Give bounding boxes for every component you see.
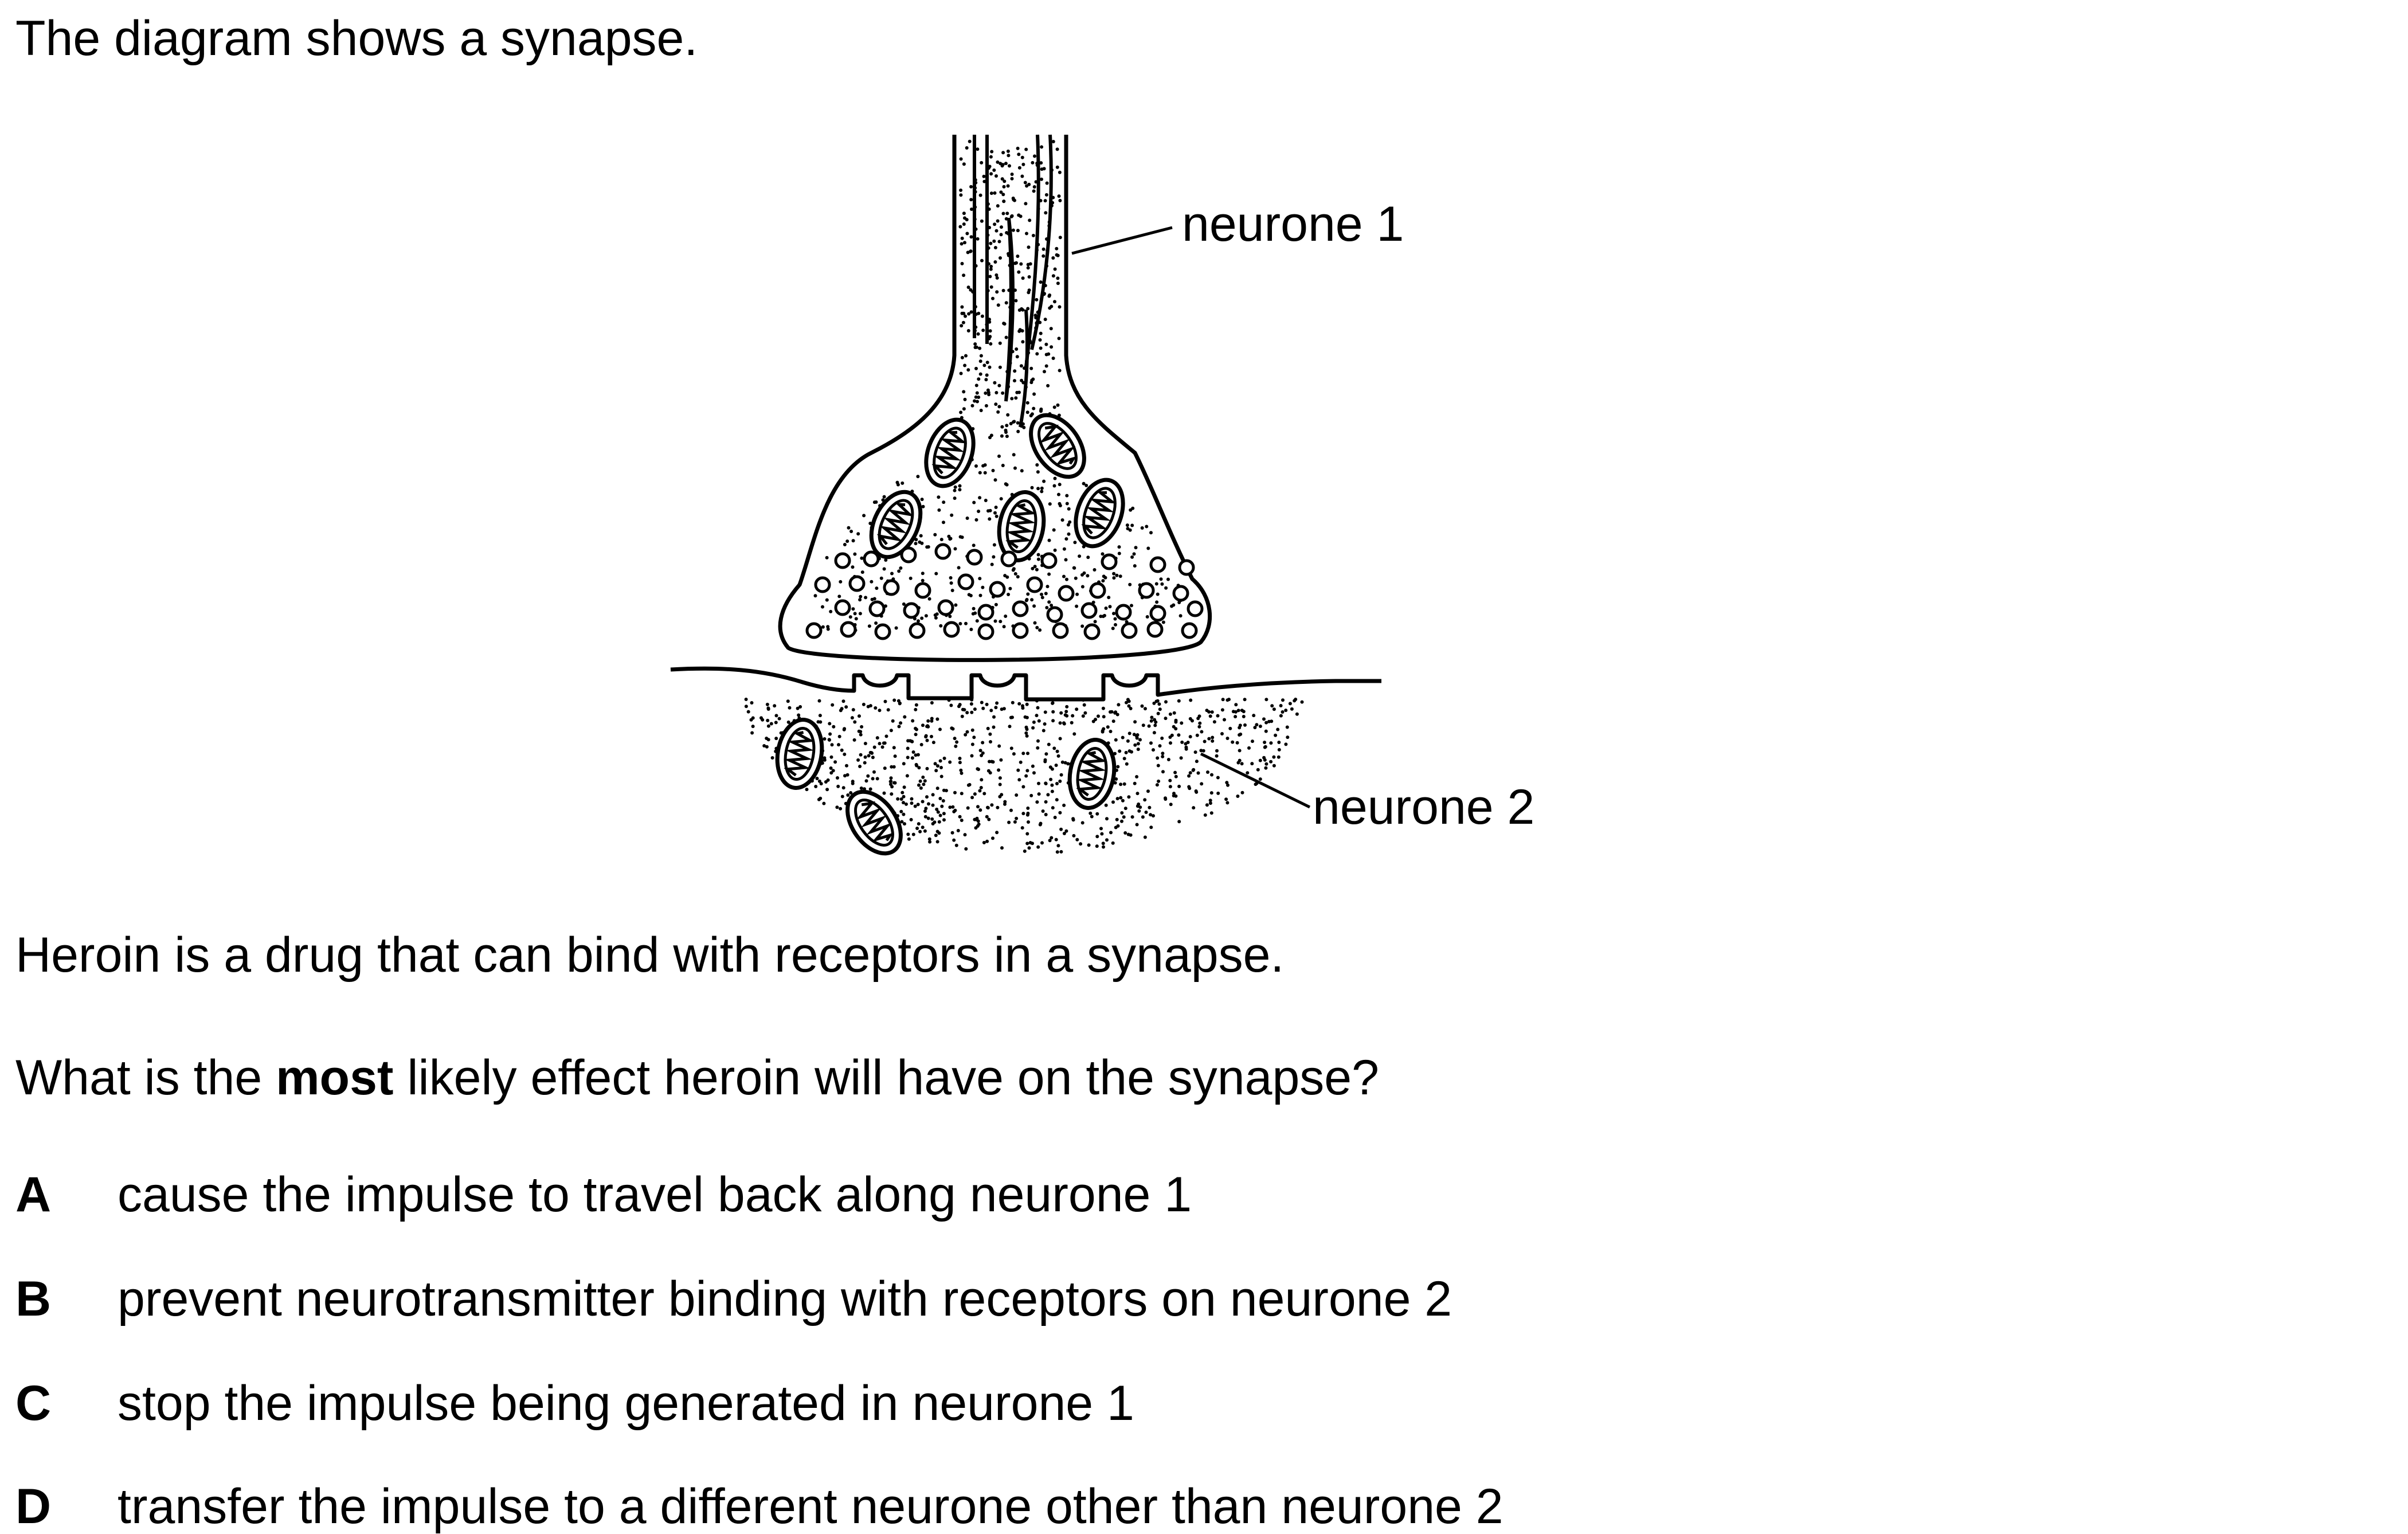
statement-text: Heroin is a drug that can bind with rece… <box>15 928 1285 983</box>
neurone-1-outline <box>778 135 1212 662</box>
option-d-text: transfer the impulse to a different neur… <box>118 1479 1503 1534</box>
option-c-text: stop the impulse being generated in neur… <box>118 1376 1134 1431</box>
mitochondrion <box>869 490 923 559</box>
mitochondrion <box>775 718 824 790</box>
neurone-1-leader-line <box>1071 226 1173 255</box>
mitochondrion <box>1029 413 1086 479</box>
neurone-2-leader-line <box>1200 752 1311 809</box>
question-before: What is the <box>15 1050 276 1105</box>
mitochondrion <box>1074 478 1125 549</box>
neurofibrils <box>973 134 1053 428</box>
mitochondrion <box>924 417 976 488</box>
option-d-letter: D <box>15 1479 52 1534</box>
option-a-letter: A <box>15 1167 52 1222</box>
question-after: likely effect heroin will have on the sy… <box>393 1050 1379 1105</box>
option-b-text: prevent neurotransmitter binding with re… <box>118 1271 1452 1326</box>
mitochondrion <box>1067 738 1117 810</box>
mitochondria <box>775 413 1125 856</box>
neurone-2-label: neurone 2 <box>1313 780 1534 835</box>
option-b-letter: B <box>15 1271 52 1326</box>
neurone-1-cytoplasm-dots <box>813 139 1183 632</box>
option-c-letter: C <box>15 1376 52 1431</box>
mitochondrion <box>845 789 903 856</box>
question-bold: most <box>276 1050 394 1105</box>
question-text: What is the most likely effect heroin wi… <box>15 1053 1379 1102</box>
option-a-text: cause the impulse to travel back along n… <box>118 1167 1192 1222</box>
intro-text: The diagram shows a synapse. <box>15 11 698 66</box>
neurone-2-cytoplasm-dots <box>744 698 1304 854</box>
neurone-2-membrane <box>670 666 1381 702</box>
neurone-1-label: neurone 1 <box>1182 197 1404 252</box>
mitochondrion <box>997 490 1046 562</box>
synaptic-vesicles <box>805 543 1204 640</box>
